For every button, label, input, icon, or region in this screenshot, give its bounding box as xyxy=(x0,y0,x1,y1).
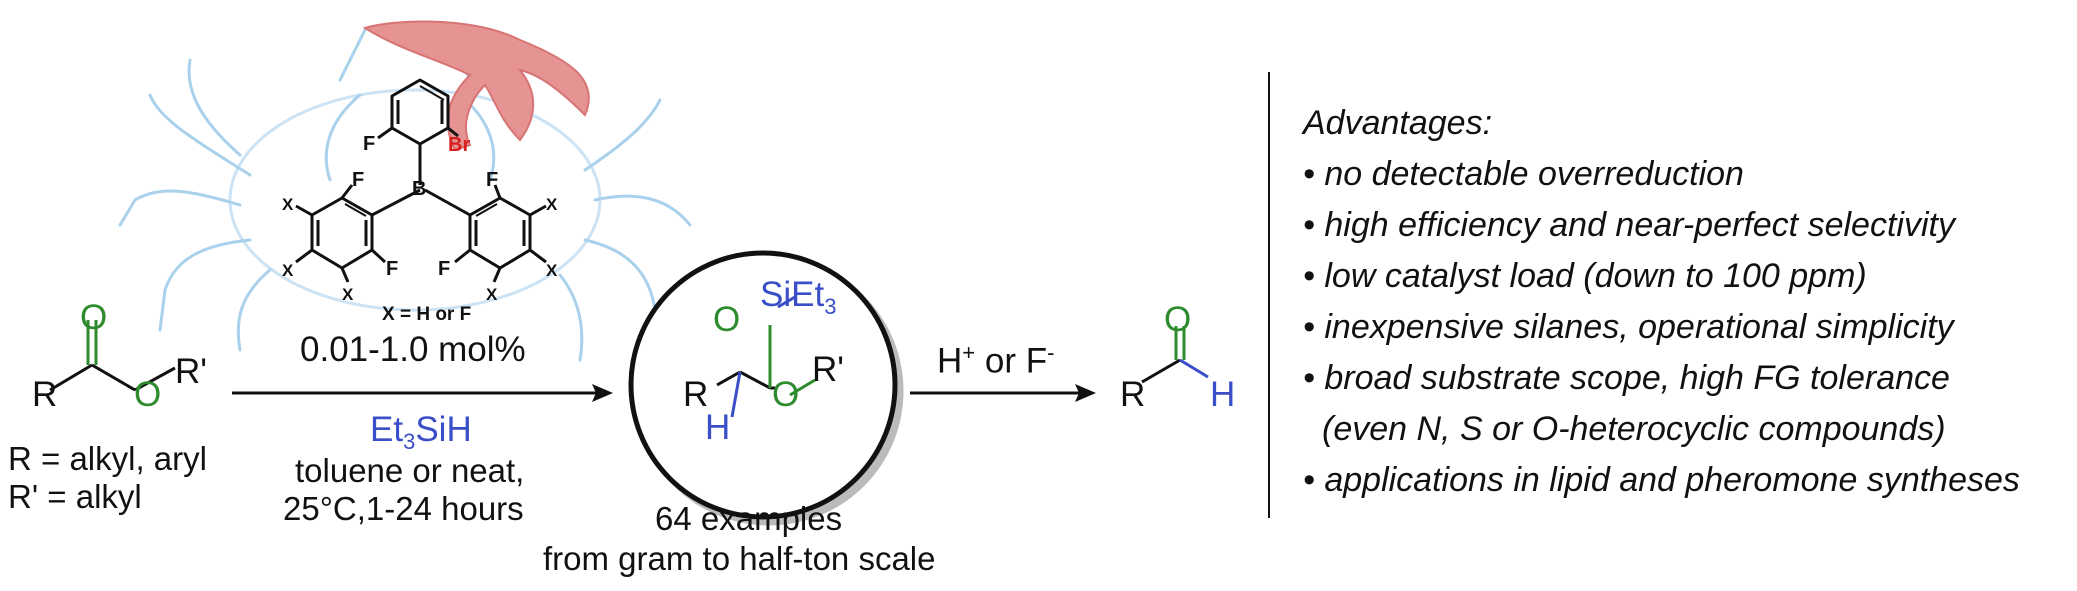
product-r-group: R xyxy=(1120,375,1146,414)
silane-reagent: Et3SiH xyxy=(370,410,472,454)
product-hydrogen: H xyxy=(1210,375,1236,414)
advantage-item: • applications in lipid and pheromone sy… xyxy=(1303,461,2020,499)
reaction-arrow-1 xyxy=(232,384,613,402)
substrate-rprime-group: R' xyxy=(175,352,207,391)
cat-x-5: X xyxy=(546,261,558,280)
advantage-item: • low catalyst load (down to 100 ppm) xyxy=(1303,257,1867,295)
product-structure xyxy=(1141,326,1209,384)
substrate-structure xyxy=(49,320,176,392)
claw-icon xyxy=(362,20,590,152)
deprotection-reagents: H+ or F- xyxy=(937,340,1055,381)
cat-x-1: X xyxy=(282,195,294,214)
r-definition: R = alkyl, aryl xyxy=(8,440,207,477)
catalyst-loading: 0.01-1.0 mol% xyxy=(300,330,526,369)
cat-br: Br xyxy=(448,134,470,156)
circled-intermediate xyxy=(628,250,898,520)
advantages-panel: Advantages: • no detectable overreductio… xyxy=(1303,98,2073,506)
advantages-heading: Advantages: xyxy=(1303,104,1493,142)
intermediate-hydrogen: H xyxy=(705,408,731,447)
cat-x-2: X xyxy=(282,261,294,280)
cat-f-4: F xyxy=(438,258,450,280)
examples-count: 64 examples xyxy=(655,500,843,537)
intermediate-silyl-group: SiEt3 xyxy=(760,275,837,319)
cat-f-left: F xyxy=(363,133,375,155)
divider-line xyxy=(1268,72,1270,518)
scale-range: from gram to half-ton scale xyxy=(543,540,936,577)
advantage-item: • high efficiency and near-perfect selec… xyxy=(1303,206,1955,244)
cat-f-1: F xyxy=(352,169,364,191)
rprime-definition: R' = alkyl xyxy=(8,478,142,515)
advantage-item: • no detectable overreduction xyxy=(1303,155,1744,193)
cat-x-6: X xyxy=(486,285,498,304)
advantage-item-continuation: (even N, S or O-heterocyclic compounds) xyxy=(1322,410,1946,448)
intermediate-r-group: R xyxy=(683,375,709,414)
cat-boron: B xyxy=(412,178,426,200)
cat-x-legend: X = H or F xyxy=(382,304,471,325)
catalyst-graphic: F Br B F F F F X X X X X X X = H or F xyxy=(118,20,692,362)
intermediate-oxygen-top: O xyxy=(713,300,741,339)
reaction-arrow-2 xyxy=(910,384,1096,402)
cat-x-4: X xyxy=(546,195,558,214)
intermediate-rprime-group: R' xyxy=(812,350,844,389)
product-oxygen: O xyxy=(1164,300,1192,339)
conditions-line-1: toluene or neat, xyxy=(295,452,525,489)
substrate-r-group: R xyxy=(32,375,58,414)
advantage-item: • inexpensive silanes, operational simpl… xyxy=(1303,308,1954,346)
cat-f-3: F xyxy=(486,169,498,191)
conditions-line-2: 25°C,1-24 hours xyxy=(283,490,524,527)
substrate-carbonyl-oxygen: O xyxy=(80,298,108,337)
advantage-item: • broad substrate scope, high FG toleran… xyxy=(1303,359,1950,397)
catalyst-structure xyxy=(295,78,547,283)
intermediate-oxygen-right: O xyxy=(772,375,800,414)
cat-f-2: F xyxy=(386,258,398,280)
cat-x-3: X xyxy=(342,285,354,304)
substrate-ester-oxygen: O xyxy=(134,375,162,414)
